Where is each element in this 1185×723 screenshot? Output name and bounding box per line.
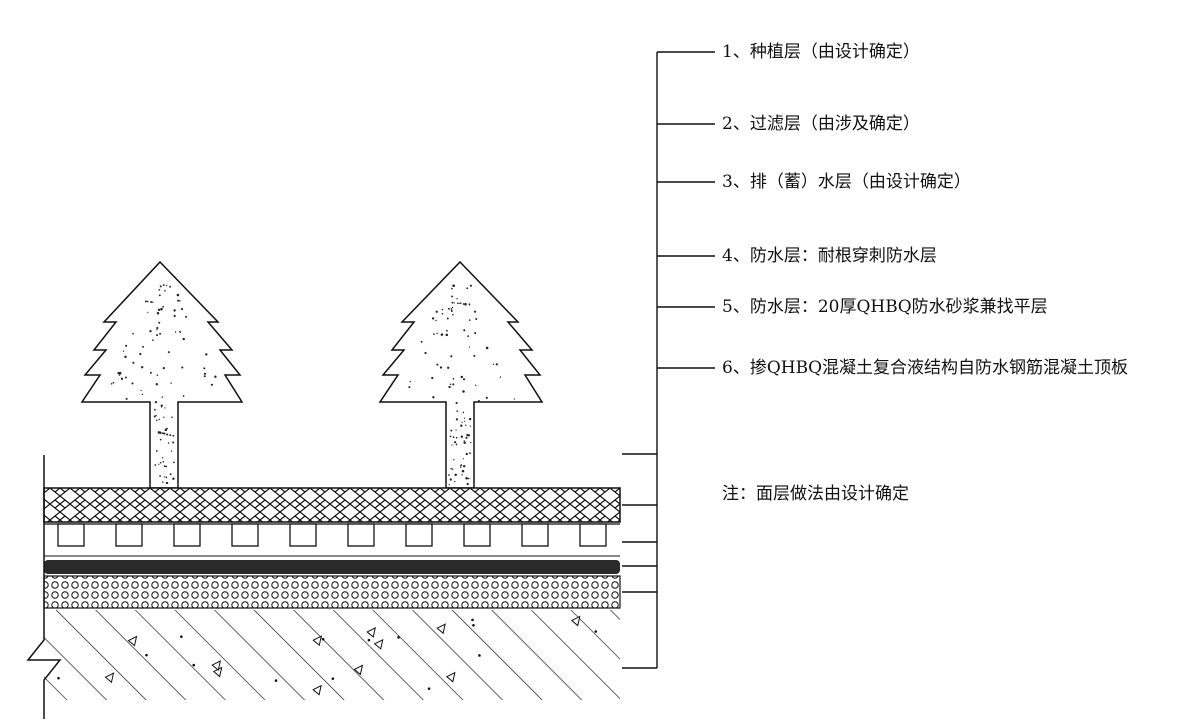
layer-label-4: 4、防水层：耐根穿刺防水层 (722, 246, 937, 266)
waterproof-membrane (44, 560, 620, 574)
layer-label-6: 6、掺QHBQ混凝土复合液结构自防水钢筋混凝土顶板 (722, 358, 1129, 378)
concrete-slab (44, 610, 620, 700)
tree-right (378, 260, 544, 489)
tree-left (80, 260, 244, 489)
design-note: 注：面层做法由设计确定 (722, 484, 909, 504)
filter-weave-layer (43, 487, 621, 523)
mortar-layer (43, 575, 621, 609)
layer-label-3: 3、排（蓄）水层（由设计确定） (722, 172, 971, 192)
layer-label-1: 1、种植层（由设计确定） (722, 42, 920, 62)
layer-label-5: 5、防水层：20厚QHBQ防水砂浆兼找平层 (722, 297, 1048, 317)
leader-lines (622, 51, 715, 669)
layer-label-2: 2、过滤层（由涉及确定） (722, 114, 920, 134)
drainage-layer (44, 523, 620, 557)
left-break-line (26, 455, 62, 719)
